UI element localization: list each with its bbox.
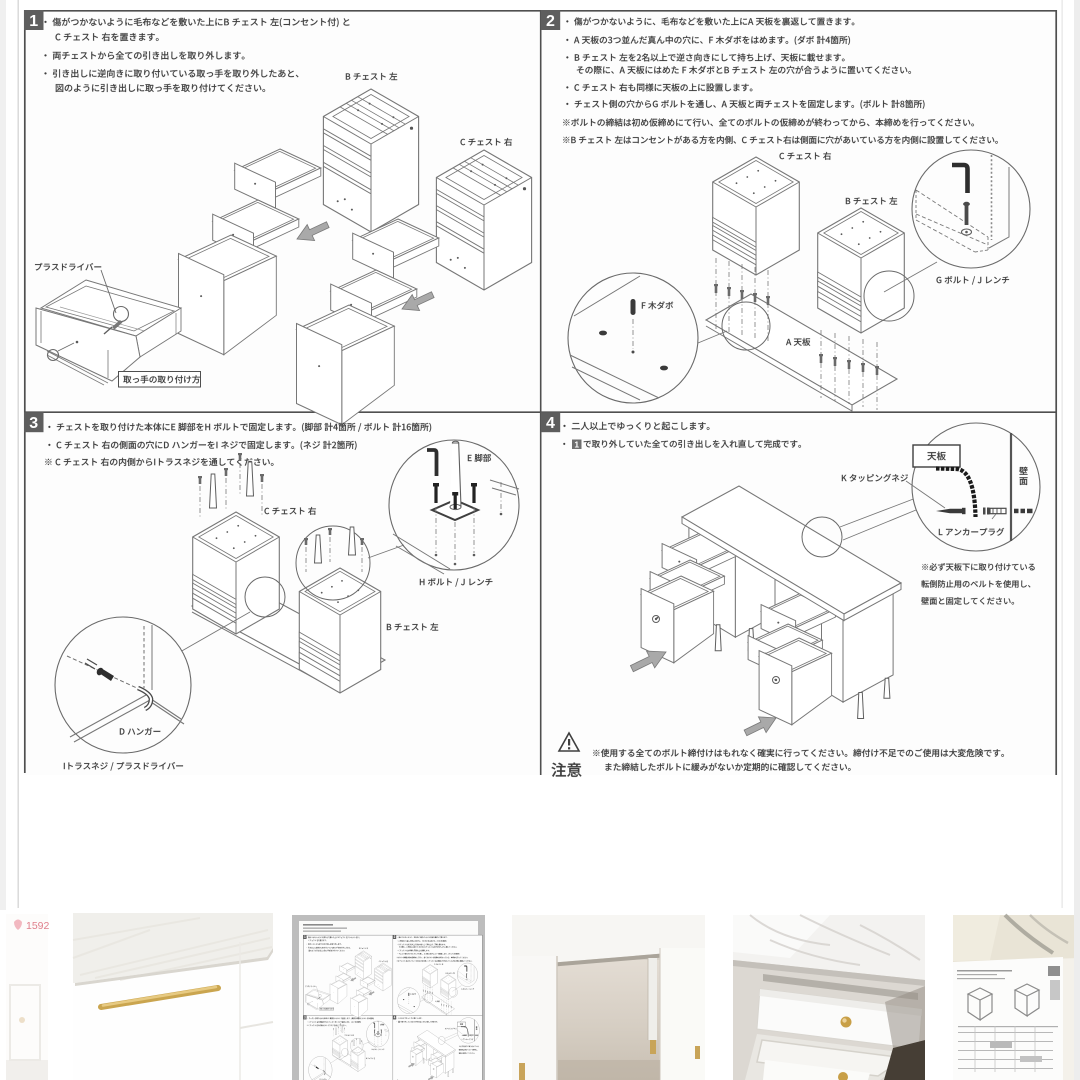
svg-text:1592: 1592 xyxy=(26,920,50,932)
svg-text:4: 4 xyxy=(546,415,555,432)
svg-text:2: 2 xyxy=(546,13,555,30)
svg-text:3: 3 xyxy=(29,415,38,432)
svg-text:1: 1 xyxy=(574,440,579,450)
svg-text:1: 1 xyxy=(29,13,38,30)
